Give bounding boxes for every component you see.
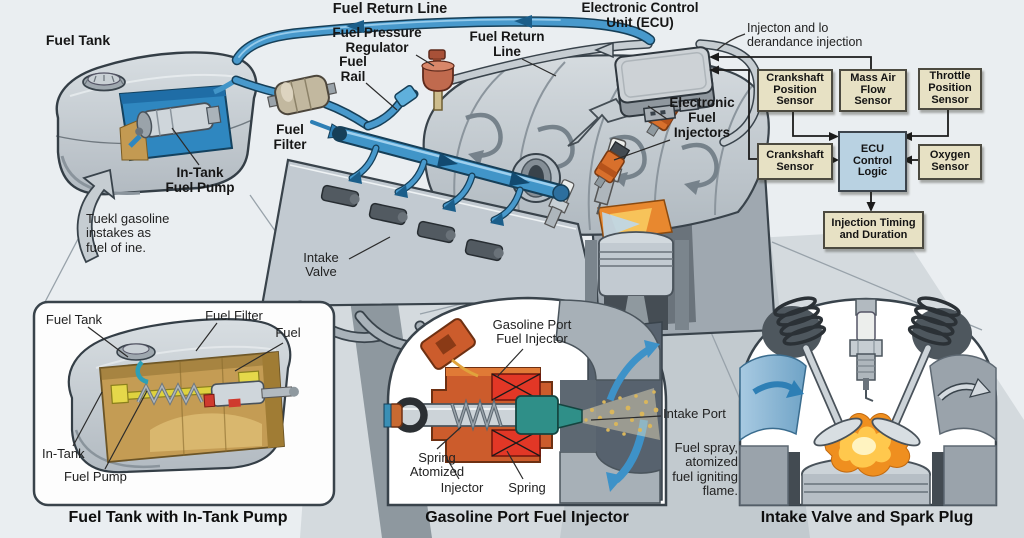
ignition-coils [320, 184, 504, 262]
label-electronic-fuel-injectors: Electronic Fuel Injectors [669, 95, 735, 140]
inset-valve-drawing [738, 296, 998, 507]
flowchart-box-oxygen-sensor: Oxygen Sensor [918, 144, 982, 180]
leader-lines [171, 54, 671, 260]
fuel-tank-drawing [55, 51, 258, 196]
inset2-caption: Gasoline Port Fuel Injector [425, 509, 629, 526]
piston-cutaway [585, 199, 689, 330]
flowchart-box-ecu-control-logic: ECU Control Logic [838, 131, 907, 192]
inset3-caption: Intake Valve and Spark Plug [760, 509, 974, 526]
label-fuel-rail: Fuel Rail [339, 54, 367, 84]
inset1-caption: Fuel Tank with In-Tank Pump [68, 509, 288, 526]
flowchart-box-crankshaft-position-sensor: Crankshaft Position Sensor [757, 69, 833, 112]
label-fuel-filter: Fuel Filter [273, 122, 307, 152]
label-ecu-title: Electronic Control Unit (ECU) [581, 0, 699, 30]
inset2-label-injector: Injector [440, 480, 484, 495]
inset1-label-fuel-pump: Fuel Pump [64, 469, 127, 484]
flowchart-box-throttle-position-sensor: Throttle Position Sensor [918, 68, 982, 110]
label-intake-valve: Intake Valve [303, 250, 339, 280]
inset-injector-drawing [383, 296, 831, 507]
label-fuel-return-line-mid: Fuel Return Line [469, 29, 545, 59]
flowchart-connectors [716, 33, 949, 202]
label-fuel-pressure-regulator: Fuel Pressure Regulator [332, 25, 422, 55]
flowchart-arrowheads [709, 52, 912, 212]
inset2-label-title: Gasoline Port Fuel Injector [492, 317, 572, 347]
valve-springs [773, 296, 961, 346]
intake-valve-drawing [801, 343, 863, 447]
flowchart-box-crankshaft-sensor: Crankshaft Sensor [757, 143, 833, 180]
in-tank-pump-drawing [135, 102, 222, 139]
inset2-label-spring-atomized: Spring Atomized [409, 450, 465, 480]
fuel-spray-dots [584, 390, 659, 436]
label-tank-note: Tuekl gasoline instakes as fuel of ine. [86, 211, 170, 255]
inset-spark-plug [849, 298, 883, 402]
flowchart-box-mass-air-flow-sensor: Mass Air Flow Sensor [839, 69, 907, 112]
fuel-lines [231, 15, 656, 226]
label-fuel-return-line-top: Fuel Return Line [332, 1, 448, 17]
inset-fuel-tank-drawing [32, 300, 336, 507]
inset1-label-fuel-filter: Fuel Filter [205, 308, 263, 323]
label-in-tank-fuel-pump: In-Tank Fuel Pump [165, 165, 235, 195]
tank-note-arrow [76, 168, 116, 264]
label-fuel-tank: Fuel Tank [45, 32, 111, 48]
exhaust-valve-drawing [871, 343, 933, 447]
inset2-label-intake-port: Intake Port [663, 406, 726, 421]
injector-connector [420, 318, 476, 370]
flowchart-box-injection-timing: Injection Timing and Duration [823, 211, 924, 249]
inset2-label-spring: Spring [508, 480, 546, 495]
inset2-label-fuel-spray: Fuel spray, atomized fuel igniting flame… [672, 440, 738, 498]
inset1-label-in-tank: In-Tank [42, 446, 85, 461]
inset1-label-fuel: Fuel [275, 325, 301, 340]
fuel-filter-drawing [266, 74, 338, 116]
label-ecu-note: Injecton and lo derandance injection [747, 21, 863, 49]
inset1-label-fuel-tank: Fuel Tank [45, 312, 103, 327]
